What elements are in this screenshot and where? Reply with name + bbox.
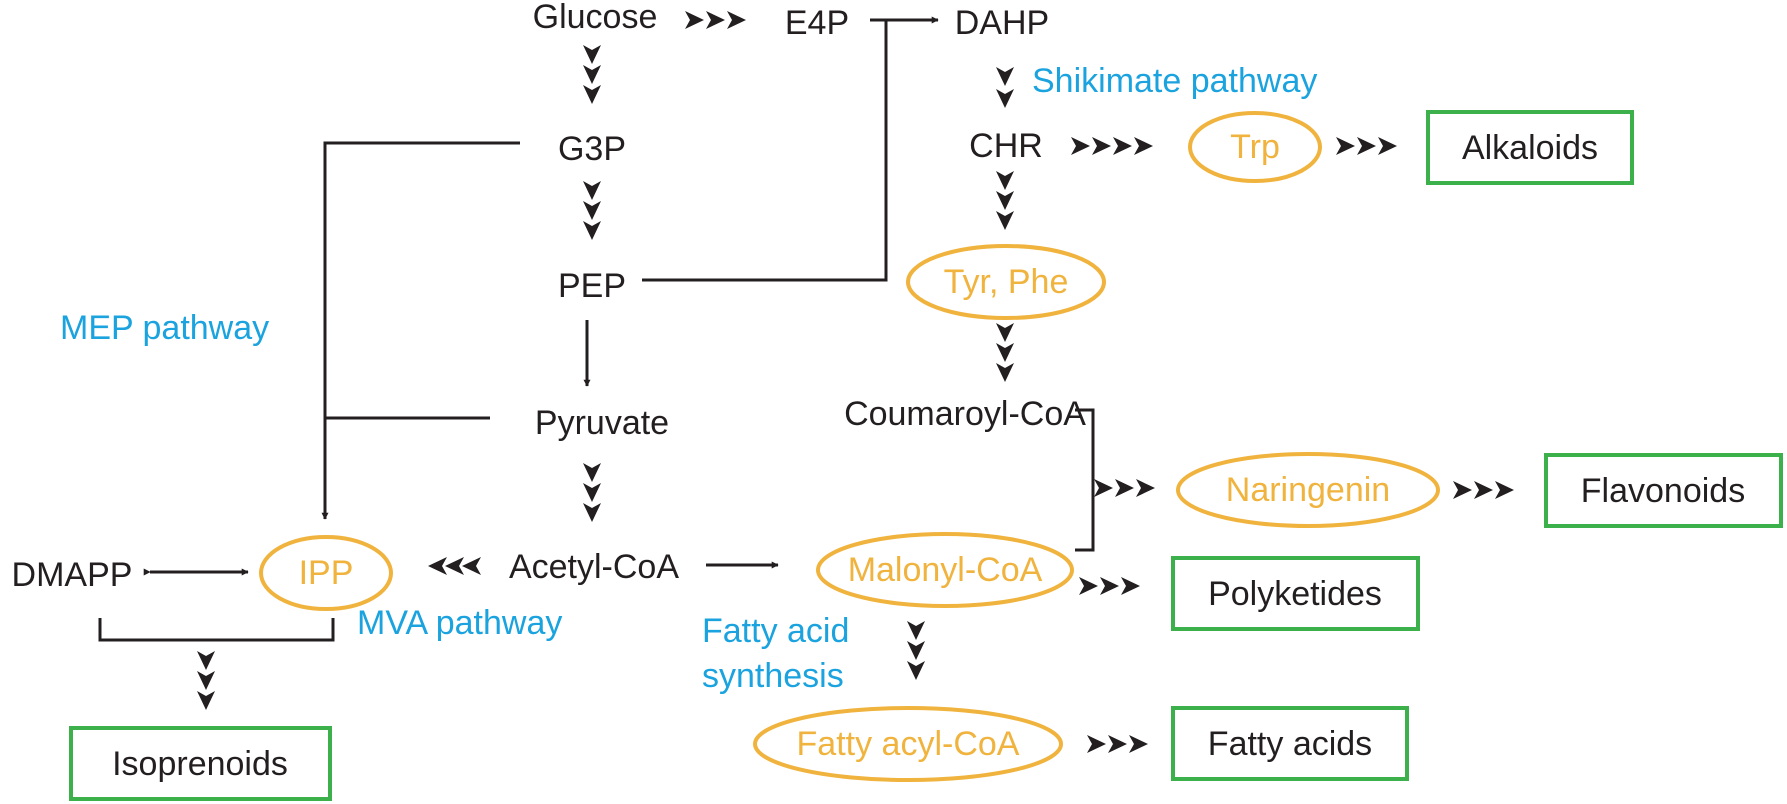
acetyl-to-ipp-chevron <box>428 557 447 575</box>
tyr-to-coumaroyl-chevron <box>996 343 1014 362</box>
isoprenoid-bracket <box>98 618 335 642</box>
ipp-label: IPP <box>299 554 354 592</box>
chr-to-tyr-chevron <box>996 211 1014 230</box>
flavonoids-label: Flavonoids <box>1581 472 1745 510</box>
tyr-phe-label: Tyr, Phe <box>944 263 1069 301</box>
ipp-oval <box>259 535 393 611</box>
intermediate-ovals <box>259 111 1440 782</box>
product-labels: Alkaloids Flavonoids Polyketides Fatty a… <box>112 129 1745 783</box>
fatty-acids-label: Fatty acids <box>1208 725 1372 763</box>
glucose-to-g3p-chevron <box>583 45 601 64</box>
metabolite-labels: Glucose E4P DAHP CHR G3P PEP Pyruvate Co… <box>12 0 1087 594</box>
pyruvate-to-acetyl-chevron <box>583 483 601 502</box>
fatty-acyl-to-fatty-acids-chevron <box>1108 735 1127 753</box>
trp-label: Trp <box>1230 128 1280 166</box>
acetyl-coa-label: Acetyl-CoA <box>509 548 679 586</box>
dmapp-label: DMAPP <box>12 556 133 594</box>
acetyl-to-ipp-chevron <box>462 557 481 575</box>
fatty-acid-synthesis-label-line1: Fatty acid <box>702 612 849 650</box>
malonyl-to-polyketides-chevron <box>1121 577 1140 595</box>
coumaroyl-coa-label: Coumaroyl-CoA <box>844 395 1086 433</box>
chr-to-tyr-chevron <box>996 191 1014 210</box>
fatty-acid-synthesis-label-line2: synthesis <box>702 657 844 695</box>
isoprenoid-bracket-chevron <box>197 671 215 690</box>
fatty-acids-box <box>1171 706 1409 781</box>
polyketides-label: Polyketides <box>1208 575 1382 613</box>
trp-to-alkaloids-chevron <box>1378 137 1397 155</box>
pyruvate-to-acetyl-chevron <box>583 463 601 482</box>
glucose-to-e4p-chevron <box>685 11 704 29</box>
malonyl-to-fatty-acyl-chevron <box>907 661 925 680</box>
flavonoids-box <box>1544 453 1783 528</box>
fatty-acyl-coa-oval <box>753 706 1063 782</box>
naringenin-oval <box>1176 452 1440 528</box>
mep-pathway-label: MEP pathway <box>60 309 269 347</box>
naringenin-to-flavonoids-chevron <box>1495 481 1514 499</box>
mva-pathway-label: MVA pathway <box>357 604 562 642</box>
dahp-to-chr-chevron <box>996 67 1014 86</box>
g3p-to-pep-chevron <box>583 201 601 220</box>
chr-to-trp-chevron <box>1134 137 1153 155</box>
product-boxes <box>69 110 1783 801</box>
alkaloids-box <box>1426 110 1634 185</box>
glucose-to-e4p-chevron <box>706 11 725 29</box>
chr-to-trp-chevron <box>1092 137 1111 155</box>
tyr-to-coumaroyl-chevron <box>996 363 1014 382</box>
acetyl-to-ipp-chevron <box>445 557 464 575</box>
tyr-to-coumaroyl-chevron <box>996 323 1014 342</box>
glucose-to-g3p-chevron <box>583 85 601 104</box>
pep-to-e4p-line <box>642 18 888 282</box>
malonyl-to-polyketides-chevron <box>1100 577 1119 595</box>
pathway-labels: Shikimate pathway MEP pathway MVA pathwa… <box>60 62 1317 695</box>
trp-to-alkaloids-chevron <box>1336 137 1355 155</box>
bracket-to-naringenin-chevron <box>1115 479 1134 497</box>
pep-label: PEP <box>558 267 626 305</box>
chr-label: CHR <box>969 127 1043 165</box>
bracket-to-naringenin-chevron <box>1094 479 1113 497</box>
g3p-to-pep-chevron <box>583 181 601 200</box>
shikimate-pathway-label: Shikimate pathway <box>1032 62 1317 100</box>
isoprenoids-box <box>69 726 332 801</box>
trp-oval <box>1188 111 1322 183</box>
glucose-to-e4p-chevron <box>727 11 746 29</box>
g3p-to-pep-chevron <box>583 221 601 240</box>
tyr-phe-oval <box>906 244 1106 320</box>
chr-to-trp-chevron <box>1071 137 1090 155</box>
bracket-to-naringenin-chevron <box>1136 479 1155 497</box>
pyruvate-to-acetyl-chevron <box>583 503 601 522</box>
fatty-acyl-coa-label: Fatty acyl-CoA <box>797 725 1020 763</box>
isoprenoid-bracket-chevron <box>197 691 215 710</box>
malonyl-coa-oval <box>816 532 1074 608</box>
chr-to-tyr-chevron <box>996 171 1014 190</box>
fatty-acyl-to-fatty-acids-chevron <box>1087 735 1106 753</box>
naringenin-to-flavonoids-chevron <box>1474 481 1493 499</box>
e4p-label: E4P <box>785 4 849 42</box>
chr-to-trp-chevron <box>1113 137 1132 155</box>
dahp-label: DAHP <box>955 4 1049 42</box>
naringenin-to-flavonoids-chevron <box>1453 481 1472 499</box>
malonyl-coa-label: Malonyl-CoA <box>848 551 1043 589</box>
pyruvate-label: Pyruvate <box>535 404 669 442</box>
isoprenoid-bracket-chevron <box>197 651 215 670</box>
trp-to-alkaloids-chevron <box>1357 137 1376 155</box>
malonyl-to-fatty-acyl-chevron <box>907 621 925 640</box>
connector-lines <box>98 18 1095 642</box>
naringenin-label: Naringenin <box>1226 471 1390 509</box>
polyketides-box <box>1171 556 1420 631</box>
mep-bracket-line <box>323 141 520 515</box>
glucose-label: Glucose <box>533 0 658 36</box>
single-arrows <box>143 16 939 576</box>
intermediate-labels: Trp Tyr, Phe Naringenin IPP Malonyl-CoA … <box>299 128 1391 763</box>
dahp-to-chr-chevron <box>996 89 1014 108</box>
malonyl-to-polyketides-chevron <box>1079 577 1098 595</box>
glucose-to-g3p-chevron <box>583 65 601 84</box>
fatty-acyl-to-fatty-acids-chevron <box>1129 735 1148 753</box>
multi-step-arrows <box>197 11 1514 753</box>
isoprenoids-label: Isoprenoids <box>112 745 288 783</box>
coumaroyl-malonyl-bracket <box>1075 408 1095 552</box>
g3p-label: G3P <box>558 130 626 168</box>
alkaloids-label: Alkaloids <box>1462 129 1598 167</box>
malonyl-to-fatty-acyl-chevron <box>907 641 925 660</box>
